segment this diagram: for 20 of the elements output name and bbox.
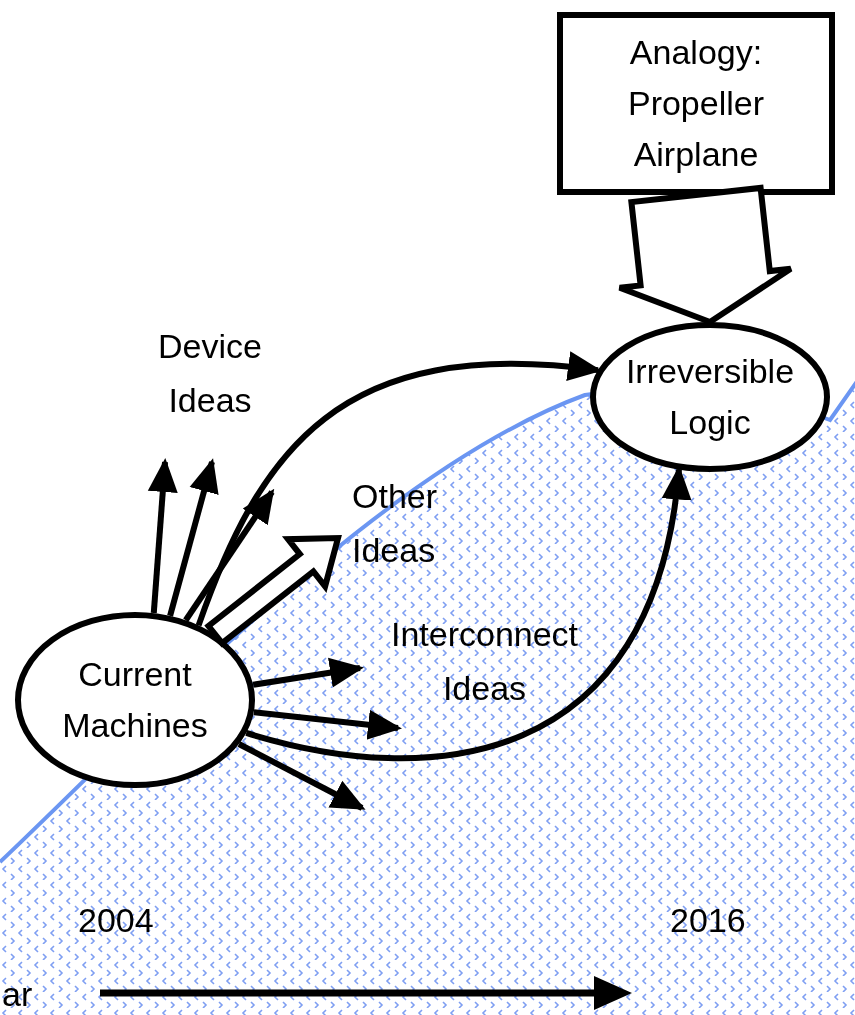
block-arrow <box>204 534 342 648</box>
idea-label: Interconnect Ideas <box>389 614 580 709</box>
arrow <box>167 458 219 617</box>
node-text: Analogy: Propeller Airplane <box>626 32 766 175</box>
idea-label: Device Ideas <box>157 326 263 421</box>
arrow <box>237 741 366 811</box>
block-arrow <box>616 184 794 326</box>
oval-node <box>15 612 255 788</box>
arrow <box>195 352 602 627</box>
arrow <box>183 488 275 622</box>
arrow <box>147 458 178 614</box>
node-text: Current Machines <box>61 654 209 746</box>
year-label: 2016 <box>670 900 747 941</box>
axis-label: ar <box>2 974 34 1015</box>
node-text: Irreversible Logic <box>624 351 796 443</box>
callout-box <box>557 12 835 195</box>
arrow <box>253 709 402 740</box>
oval-node <box>590 322 830 472</box>
arrow <box>252 657 364 688</box>
year-label: 2004 <box>78 900 155 941</box>
